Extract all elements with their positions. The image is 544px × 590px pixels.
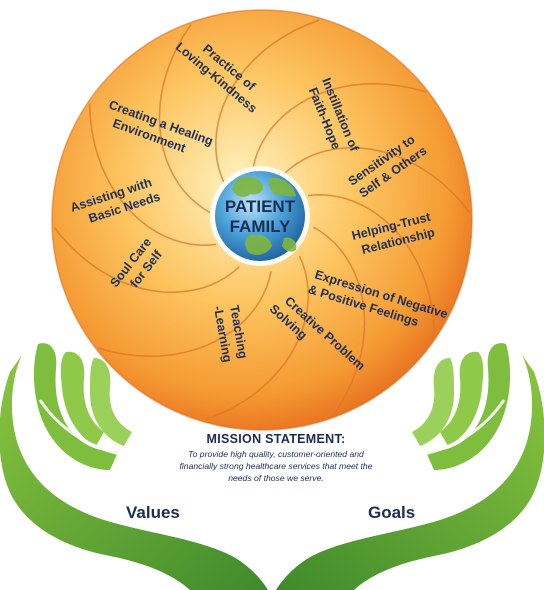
segment-divider [313,226,366,416]
segment-divider [53,226,240,294]
mission-text: To provide high quality, customer-orient… [179,449,373,483]
segment-divider [158,24,211,214]
segment-divider [88,103,217,247]
goals-label: Goals [368,503,415,522]
segment-divider [204,255,310,421]
right-hand-illustration [276,343,544,590]
values-label: Values [126,503,180,522]
segment-divider [252,82,427,169]
mission-title: MISSION STATEMENT: [206,432,346,446]
segment-divider [307,193,436,337]
segment-divider [97,271,272,358]
mission-statement: MISSION STATEMENT: To provide high quali… [176,432,376,484]
segment-dividers [53,19,471,421]
center-globe: PATIENT FAMILY [210,166,310,266]
segment-divider [284,146,471,214]
left-hand-illustration [0,343,268,590]
center-label-line2: FAMILY [230,217,291,236]
center-label-line1: PATIENT [225,197,296,216]
segment-divider [214,19,320,185]
